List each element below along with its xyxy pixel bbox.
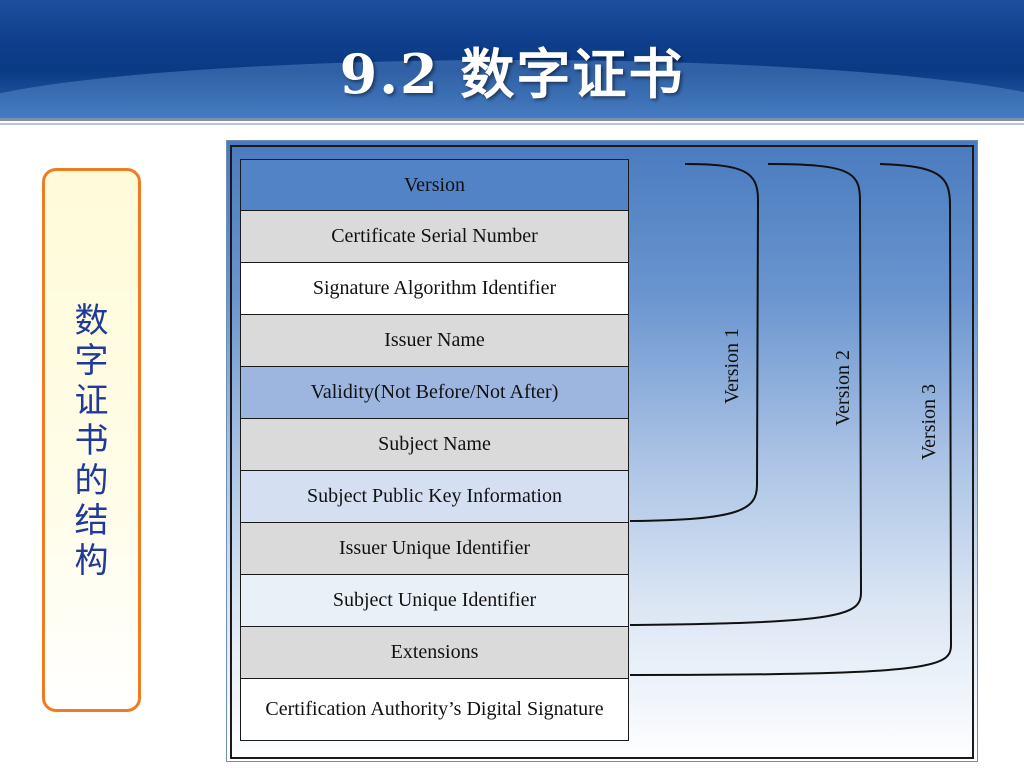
field-ca-signature: Certification Authority’s Digital Signat… <box>240 679 629 741</box>
field-validity: Validity(Not Before/Not After) <box>240 367 629 419</box>
header-divider <box>0 118 1024 121</box>
field-version: Version <box>240 159 629 211</box>
field-signature-algorithm: Signature Algorithm Identifier <box>240 263 629 315</box>
side-char: 证 <box>74 381 109 421</box>
diagram-frame <box>230 145 974 759</box>
slide-title: 9.2 数字证书 <box>339 42 685 106</box>
field-serial-number: Certificate Serial Number <box>240 211 629 263</box>
side-char: 数 <box>74 301 109 341</box>
header-divider-thin <box>0 123 1024 125</box>
side-char: 构 <box>74 541 109 581</box>
side-label-box: 数 字 证 书 的 结 构 <box>42 168 141 712</box>
field-subject-unique-id: Subject Unique Identifier <box>240 575 629 627</box>
field-subject-public-key: Subject Public Key Information <box>240 471 629 523</box>
title-banner: 9.2 数字证书 <box>0 0 1024 118</box>
side-char: 的 <box>74 461 109 501</box>
field-issuer-unique-id: Issuer Unique Identifier <box>240 523 629 575</box>
field-extensions: Extensions <box>240 627 629 679</box>
side-char: 结 <box>74 501 109 541</box>
side-char: 字 <box>74 341 109 381</box>
certificate-field-table: Version Certificate Serial Number Signat… <box>240 159 629 741</box>
side-label-text: 数 字 证 书 的 结 构 <box>45 301 138 581</box>
field-subject-name: Subject Name <box>240 419 629 471</box>
side-char: 书 <box>74 421 109 461</box>
field-issuer-name: Issuer Name <box>240 315 629 367</box>
